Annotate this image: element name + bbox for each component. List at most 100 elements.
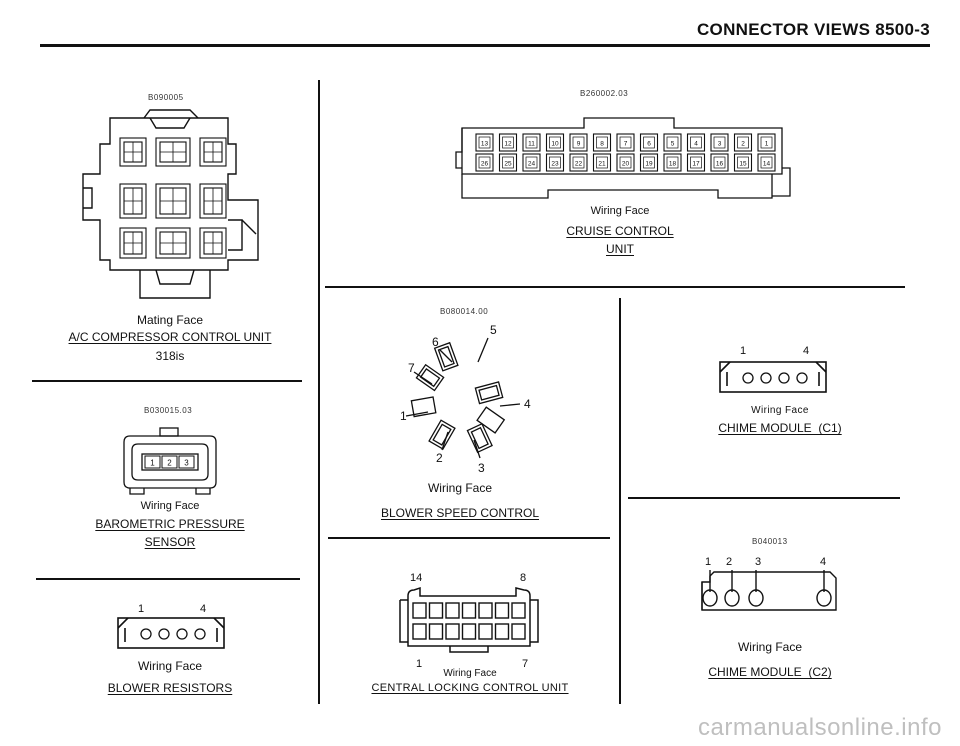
cruise-bottom-cavity-15: 15 [733, 153, 753, 172]
cruise-title-line1: CRUISE CONTROL [566, 224, 674, 238]
cruise-bottom-cavity-18: 18 [663, 153, 682, 172]
blower-resistors-title: BLOWER RESISTORS [107, 681, 233, 695]
blower-speed-pin-3: 3 [478, 461, 485, 475]
blower-speed-face-label: Wiring Face [427, 481, 492, 495]
svg-text:2: 2 [741, 141, 745, 148]
svg-text:7: 7 [624, 141, 628, 148]
central-locking-cell [428, 602, 444, 619]
cruise-bottom-cavity-22: 22 [569, 153, 588, 172]
chime-c2-pin-3: 3 [755, 556, 762, 568]
blower-resistors-face-label: Wiring Face [137, 659, 202, 673]
cruise-bottom-cavity-23: 23 [545, 153, 565, 172]
svg-text:18: 18 [669, 161, 677, 168]
cruise-top-cavity-9: 9 [569, 133, 588, 152]
chime-c1-connector-diagram [719, 361, 827, 393]
svg-text:25: 25 [504, 161, 512, 168]
cruise-top-cavity-10: 10 [545, 133, 565, 152]
cruise-top-cavity-8: 8 [592, 133, 612, 152]
chime-c1-face-label: Wiring Face [751, 405, 809, 416]
ac-unit-connector-diagram [82, 109, 259, 299]
cruise-bottom-cavity-16: 16 [710, 153, 729, 172]
cruise-code: B260002.03 [580, 89, 629, 98]
central-locking-cell [494, 602, 510, 619]
central-locking-cell [445, 623, 460, 640]
cruise-bottom-cavity-25: 25 [498, 153, 518, 172]
blower-speed-pin-5: 5 [490, 323, 497, 337]
cruise-top-cavity-3: 3 [710, 133, 729, 152]
barometric-face-label: Wiring Face [140, 500, 200, 512]
svg-text:10: 10 [551, 141, 559, 148]
svg-text:9: 9 [577, 141, 581, 148]
ac-unit-title: A/C COMPRESSOR CONTROL UNIT [68, 330, 272, 344]
cruise-top-cavity-2: 2 [733, 133, 753, 152]
central-locking-cells [412, 602, 526, 640]
svg-text:16: 16 [716, 161, 724, 168]
svg-text:20: 20 [622, 161, 630, 168]
blower-speed-title: BLOWER SPEED CONTROL [380, 506, 540, 520]
svg-text:19: 19 [645, 161, 653, 168]
central-locking-cell [461, 602, 477, 619]
cruise-bottom-cavity-19: 19 [639, 153, 659, 172]
divider-vertical-right [619, 298, 621, 704]
watermark-text: carmanualsonline.info [698, 714, 942, 741]
blower-speed-pin-4: 4 [524, 397, 531, 411]
chime-c1-title: CHIME MODULE (C1) [718, 421, 842, 435]
svg-text:3: 3 [184, 459, 189, 468]
central-locking-title: CENTRAL LOCKING CONTROL UNIT [371, 682, 569, 694]
svg-text:5: 5 [671, 141, 675, 148]
cruise-top-cavity-13: 13 [475, 133, 494, 152]
cruise-bottom-cavity-14: 14 [757, 153, 776, 172]
barometric-pin-2: 2 [161, 455, 178, 469]
divider-left-1 [32, 380, 302, 382]
svg-text:24: 24 [528, 161, 536, 168]
divider-left-2 [36, 578, 300, 580]
cruise-title-line2: UNIT [606, 242, 634, 256]
svg-text:21: 21 [598, 161, 606, 168]
divider-vertical-left [318, 80, 320, 704]
central-locking-cell [511, 602, 526, 619]
cruise-top-cavity-12: 12 [498, 133, 518, 152]
chime-c2-pin-4: 4 [820, 556, 827, 568]
blower-speed-code: B080014.00 [440, 307, 489, 316]
barometric-pin-1: 1 [144, 455, 161, 469]
ac-unit-subtitle: 318is [155, 349, 185, 363]
page-header: CONNECTOR VIEWS 8500-3 [696, 20, 930, 39]
blower-speed-pin-7: 7 [408, 361, 415, 375]
svg-text:14: 14 [763, 161, 771, 168]
blower-speed-pin-6: 6 [432, 335, 439, 349]
cruise-top-cavity-11: 11 [522, 133, 541, 152]
central-locking-cell [412, 602, 427, 619]
cruise-bottom-cavity-24: 24 [522, 153, 541, 172]
central-locking-face-label: Wiring Face [443, 668, 497, 679]
cruise-bottom-cavity-26: 26 [475, 153, 494, 172]
svg-text:3: 3 [718, 141, 722, 148]
barometric-title-line1: BAROMETRIC PRESSURE [95, 517, 245, 531]
divider-right-mid [628, 497, 900, 499]
chime-c2-pin-2: 2 [726, 556, 733, 568]
header-rule [40, 44, 930, 47]
cruise-bottom-cavity-21: 21 [592, 153, 612, 172]
blower-resistors-pin-1: 1 [138, 603, 145, 615]
svg-text:17: 17 [692, 161, 700, 168]
cruise-top-cavity-1: 1 [757, 133, 776, 152]
blower-resistors-connector-diagram [117, 617, 225, 649]
svg-text:8: 8 [600, 141, 604, 148]
svg-text:1: 1 [765, 141, 769, 148]
chime-c2-code: B040013 [752, 537, 788, 546]
chime-c2-connector-diagram [701, 570, 837, 611]
cruise-top-cavity-4: 4 [686, 133, 706, 152]
divider-center-top [325, 286, 905, 288]
svg-text:26: 26 [481, 161, 489, 168]
central-locking-cell [461, 623, 477, 640]
central-locking-cell [511, 623, 526, 640]
svg-text:4: 4 [694, 141, 698, 148]
svg-text:22: 22 [575, 161, 583, 168]
central-locking-cell [412, 623, 427, 640]
svg-text:2: 2 [167, 459, 172, 468]
svg-text:1: 1 [150, 459, 155, 468]
central-locking-cell [428, 623, 444, 640]
cruise-bottom-cavity-17: 17 [686, 153, 706, 172]
blower-resistors-pin-4: 4 [200, 603, 207, 615]
svg-text:6: 6 [647, 141, 651, 148]
